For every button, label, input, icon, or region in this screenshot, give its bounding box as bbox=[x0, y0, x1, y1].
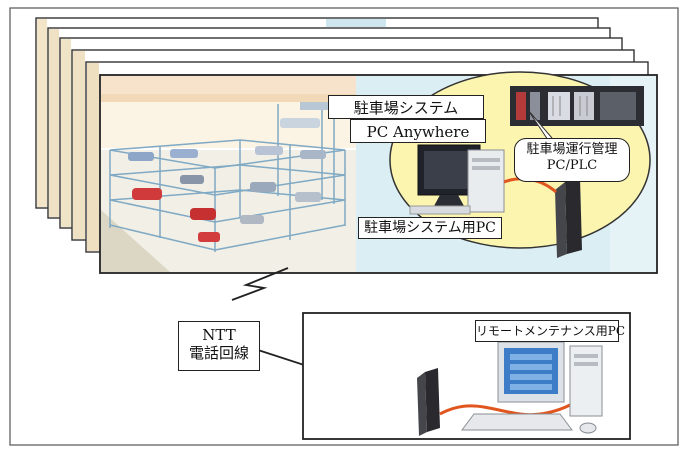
modem-icon bbox=[417, 368, 440, 436]
parking-structure-illustration bbox=[101, 76, 356, 272]
ntt-line1: NTT bbox=[202, 326, 236, 344]
parking-operations-line1: 駐車場運行管理 bbox=[526, 142, 618, 157]
outer-frame bbox=[9, 7, 679, 446]
stacked-sheet-slivers bbox=[37, 19, 386, 251]
pc-anywhere-label: PC Anywhere bbox=[350, 119, 486, 143]
remote-maintenance-pc-label: リモートメンテナンス用PC bbox=[475, 320, 625, 342]
ops-callout-pointer bbox=[527, 109, 553, 141]
parking-operations-line2: PC/PLC bbox=[546, 157, 598, 173]
ntt-line2: 電話回線 bbox=[188, 344, 249, 362]
parking-system-label: 駐車場システム bbox=[328, 95, 484, 119]
parking-system-pc-label: 駐車場システム用PC bbox=[358, 217, 502, 239]
desktop-pc-icon bbox=[461, 341, 603, 434]
plc-rack-icon bbox=[510, 86, 644, 126]
modem-icon bbox=[555, 178, 582, 258]
ntt-phone-line-label: NTT 電話回線 bbox=[178, 321, 260, 371]
parking-operations-label: 駐車場運行管理 PC/PLC bbox=[514, 138, 630, 182]
desktop-pc-icon bbox=[409, 144, 505, 215]
lightning-line-icon bbox=[231, 267, 289, 301]
